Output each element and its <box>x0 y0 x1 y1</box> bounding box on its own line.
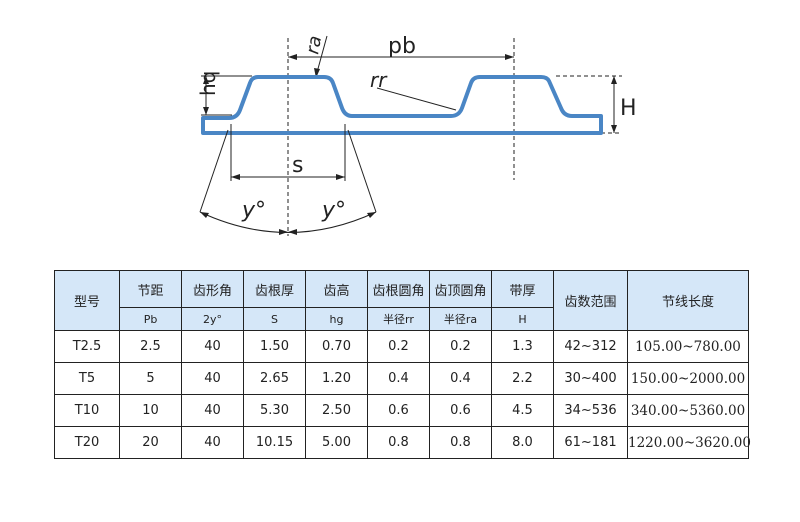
table-cell: 5.30 <box>243 394 306 427</box>
angle-arc <box>199 211 377 233</box>
table-cell: 5.00 <box>305 426 368 459</box>
table-cell: 0.8 <box>429 426 492 459</box>
table-cell: 1.3 <box>491 330 554 363</box>
pb-arrow-left <box>288 54 297 60</box>
angle-arrow-left-end <box>200 212 209 218</box>
hq-label: hq <box>196 71 220 96</box>
table-cell: 0.2 <box>367 330 430 363</box>
table-cell: 2.50 <box>305 394 368 427</box>
table-cell: 0.6 <box>367 394 430 427</box>
angle-line-right <box>347 129 377 213</box>
subheader-tooth-height: hg <box>305 307 368 331</box>
table-cell: 20 <box>119 426 182 459</box>
rr-leader <box>376 87 457 111</box>
subheader-tooth-angle: 2y° <box>181 307 244 331</box>
ra-label: ra <box>302 34 326 56</box>
table-cell: 0.70 <box>305 330 368 363</box>
header-tooth-height: 齿高 <box>305 270 368 308</box>
angle-line-left <box>199 129 229 213</box>
pb-arrow-right <box>505 54 514 60</box>
table-cell: 0.4 <box>429 362 492 395</box>
header-pitch: 节距 <box>119 270 182 308</box>
table-cell: 0.6 <box>429 394 492 427</box>
table-cell: 40 <box>181 362 244 395</box>
header-tip-radius: 齿顶圆角 <box>429 270 492 308</box>
subheader-pitch: Pb <box>119 307 182 331</box>
table-cell: 150.00~2000.00 <box>627 362 749 395</box>
header-model: 型号 <box>54 270 120 331</box>
rr-label: rr <box>370 68 388 92</box>
s-arrow-right <box>336 174 345 180</box>
spec-table: 型号 节距 齿形角 齿根厚 齿高 齿根圆角 齿顶圆角 带厚 齿数范围 节线长度 … <box>54 270 751 459</box>
table-cell: 30~400 <box>553 362 628 395</box>
table-cell: T2.5 <box>54 330 120 363</box>
angle-arrow-center-left <box>279 229 288 235</box>
table-cell: 2.65 <box>243 362 306 395</box>
table-cell: 40 <box>181 426 244 459</box>
table-cell: 1.20 <box>305 362 368 395</box>
belt-profile <box>201 75 603 135</box>
table-cell: 0.2 <box>429 330 492 363</box>
table-cell: 1.50 <box>243 330 306 363</box>
header-teeth-range: 齿数范围 <box>553 270 628 331</box>
belt-profile-diagram: pb ra rr hq H s y° y° <box>196 34 637 236</box>
table-cell: 340.00~5360.00 <box>627 394 749 427</box>
subheader-belt-thickness: H <box>491 307 554 331</box>
angle-arrow-center-right <box>288 229 297 235</box>
hq-arrow-top <box>203 76 209 84</box>
table-cell: T5 <box>54 362 120 395</box>
subheader-tip-radius: 半径ra <box>429 307 492 331</box>
subheader-root-thickness: S <box>243 307 306 331</box>
pb-label: pb <box>388 34 416 59</box>
header-pitch-length: 节线长度 <box>627 270 749 331</box>
table-cell: 2.5 <box>119 330 182 363</box>
table-cell: 1220.00~3620.00 <box>627 426 751 459</box>
table-cell: 5 <box>119 362 182 395</box>
table-cell: 8.0 <box>491 426 554 459</box>
h-arrow-top <box>611 76 617 84</box>
table-cell: 42~312 <box>553 330 628 363</box>
h-label: H <box>620 96 637 121</box>
table-cell: 105.00~780.00 <box>627 330 749 363</box>
header-tooth-angle: 齿形角 <box>181 270 244 308</box>
angle-arrow-right-end <box>367 212 376 218</box>
header-belt-thickness: 带厚 <box>491 270 554 308</box>
table-cell: 2.2 <box>491 362 554 395</box>
hq-arrow-bottom <box>203 107 209 115</box>
header-root-radius: 齿根圆角 <box>367 270 430 308</box>
table-cell: 40 <box>181 394 244 427</box>
table-cell: 10 <box>119 394 182 427</box>
table-cell: 61~181 <box>553 426 628 459</box>
table-cell: T10 <box>54 394 120 427</box>
s-label: s <box>292 153 303 178</box>
s-arrow-left <box>231 174 240 180</box>
angle-label-left: y° <box>241 198 266 223</box>
header-root-thickness: 齿根厚 <box>243 270 306 308</box>
table-cell: 40 <box>181 330 244 363</box>
table-cell: 34~536 <box>553 394 628 427</box>
angle-label-right: y° <box>321 198 346 223</box>
table-cell: 10.15 <box>243 426 306 459</box>
h-arrow-bottom <box>611 125 617 133</box>
table-cell: T20 <box>54 426 120 459</box>
table-cell: 0.4 <box>367 362 430 395</box>
table-cell: 4.5 <box>491 394 554 427</box>
subheader-root-radius: 半径rr <box>367 307 430 331</box>
table-cell: 0.8 <box>367 426 430 459</box>
